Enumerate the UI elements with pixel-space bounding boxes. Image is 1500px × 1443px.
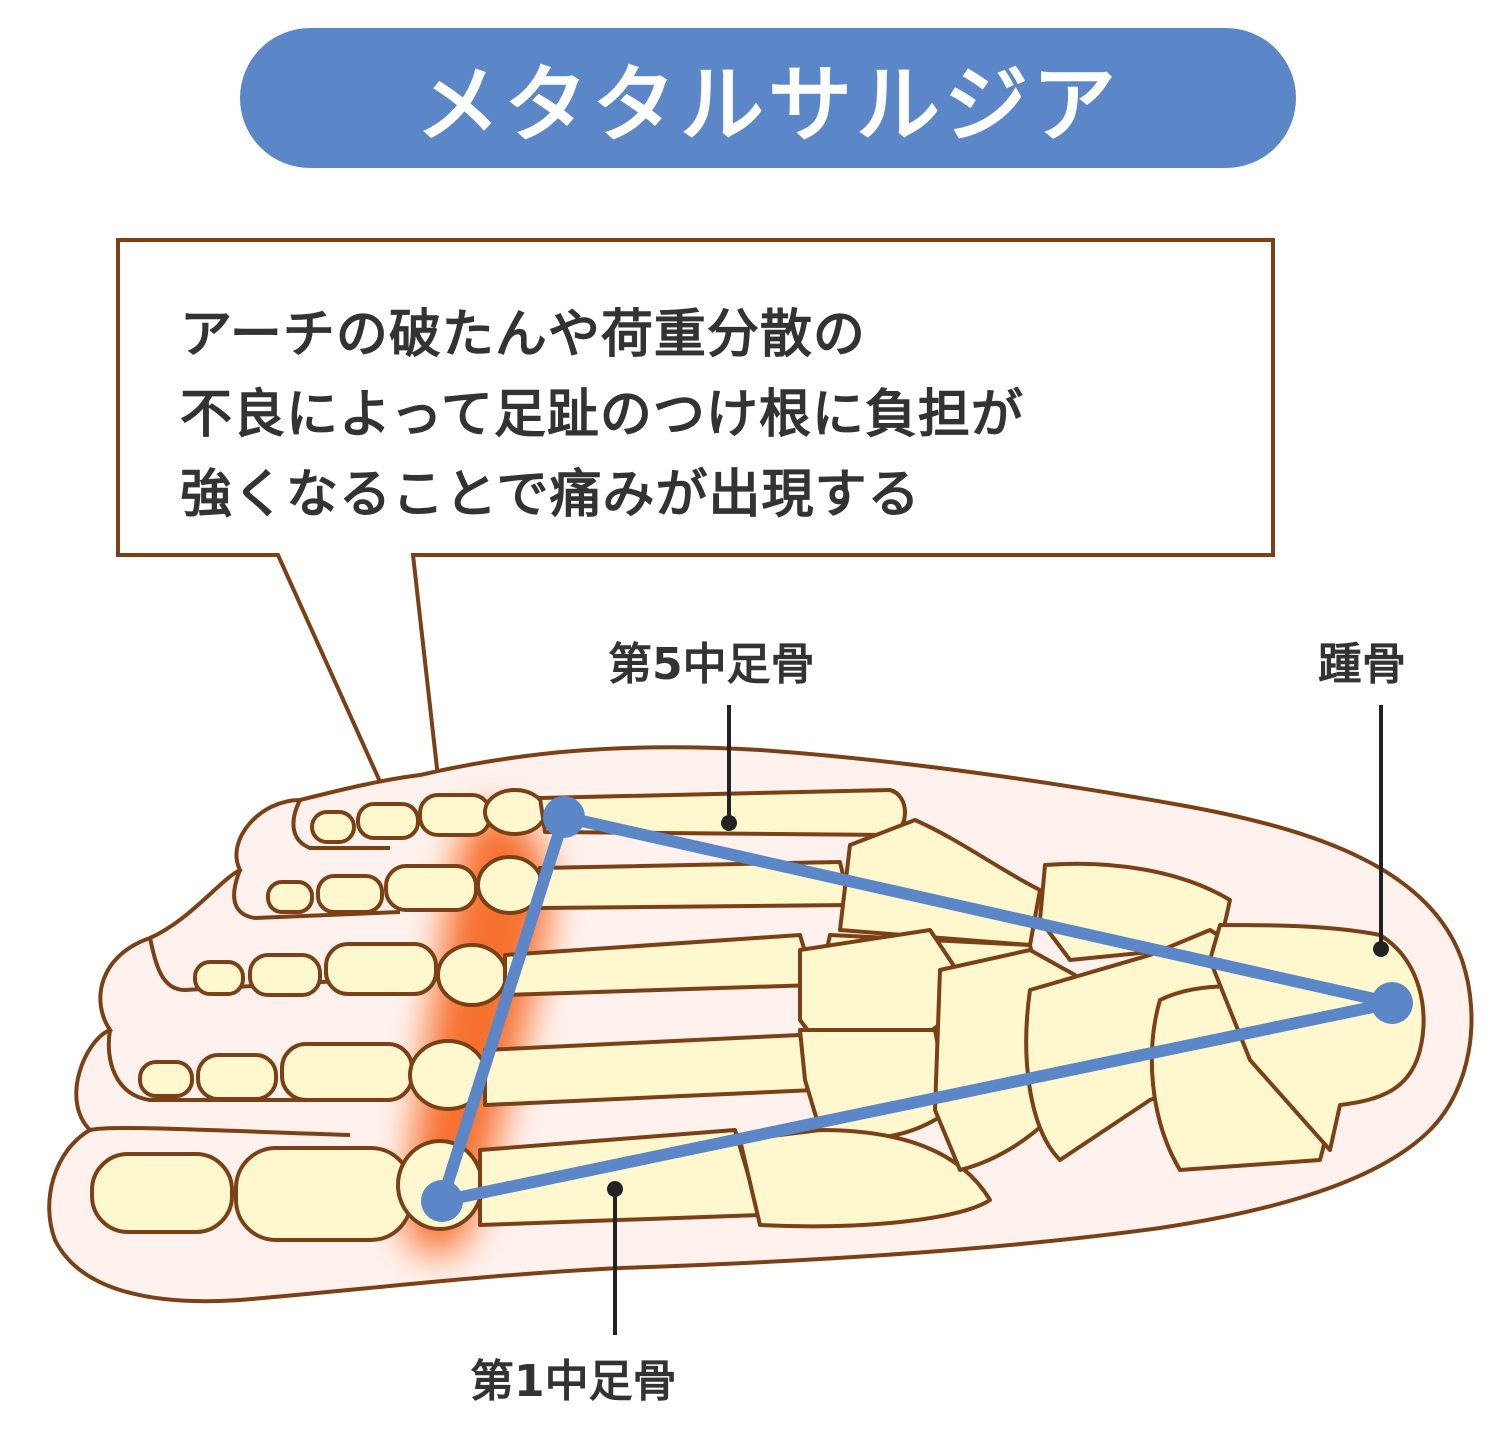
toe-skin-lines xyxy=(89,799,401,1137)
label-calcaneus: 踵骨 xyxy=(1318,639,1406,690)
title-banner: メタタルサルジア xyxy=(240,28,1296,168)
foot-bones xyxy=(90,788,1426,1242)
triangle-vertex-first xyxy=(421,1180,463,1222)
pointer-dot-first xyxy=(607,1181,623,1197)
callout-line-3: 強くなることで痛みが出現する xyxy=(180,465,921,525)
callout-line-2: 不良によって足趾のつけ根に負担が xyxy=(180,385,1024,445)
title-text: メタタルサルジア xyxy=(415,55,1120,154)
callout-line-1: アーチの破たんや荷重分散の xyxy=(180,305,866,365)
pointer-dot-calcaneus xyxy=(1373,941,1389,957)
triangle-vertex-fifth xyxy=(543,796,585,838)
label-first-metatarsal: 第1中足骨 xyxy=(470,1356,677,1407)
pointer-dot-fifth xyxy=(721,815,737,831)
triangle-vertex-calcaneus xyxy=(1371,982,1413,1024)
load-triangle xyxy=(436,811,1398,1207)
label-fifth-metatarsal: 第5中足骨 xyxy=(608,639,815,690)
